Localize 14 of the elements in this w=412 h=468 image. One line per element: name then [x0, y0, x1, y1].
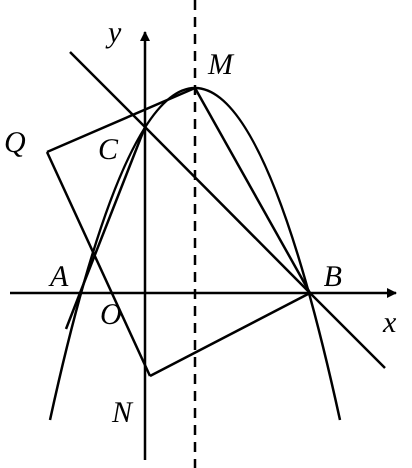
line-segment: [78, 126, 146, 294]
axis-label: x: [383, 308, 396, 338]
line-segment: [46, 86, 196, 154]
line-segment: [46, 151, 152, 377]
line-segment: [194, 87, 312, 294]
point-label: C: [98, 127, 145, 165]
line-segment: [144, 126, 311, 294]
line-segment: [149, 292, 311, 378]
point-label: Q: [4, 128, 47, 158]
point-label: M: [195, 50, 233, 88]
point-label: N: [112, 376, 150, 428]
axis-label: y: [108, 18, 122, 48]
point-label: B: [310, 262, 342, 293]
point-label: A: [50, 262, 80, 293]
